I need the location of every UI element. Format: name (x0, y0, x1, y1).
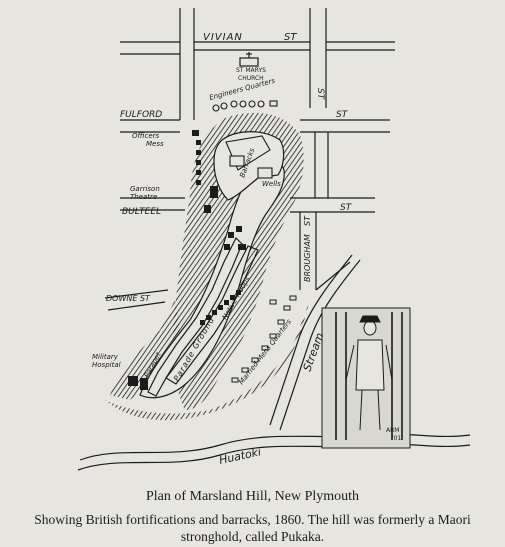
bulteel-street-suffix: ST (340, 203, 353, 213)
huatoki-label: Huatoki (218, 445, 262, 467)
garrison-theatre-label-line2: Theatre (130, 193, 157, 201)
wells-label: Wells (262, 180, 281, 188)
engineers-quarters-buildings (212, 100, 278, 112)
vivian-street-suffix: ST (284, 32, 297, 43)
huatoki-stream (77, 442, 471, 471)
church-label-line1: ST MARYS (236, 67, 266, 74)
brougham-street-suffix: ST (303, 215, 312, 226)
artist-signature-year: '01 (392, 435, 401, 442)
bulteel-street-label: BULTEEL (122, 207, 161, 217)
fulford-street-suffix: ST (336, 110, 349, 120)
garrison-theatre-label-line1: Garrison (130, 185, 160, 193)
hill-hachures (105, 112, 310, 421)
st-marys-church (239, 52, 259, 67)
caption-title: Plan of Marsland Hill, New Plymouth (145, 489, 360, 504)
stream-east (279, 259, 361, 431)
soldier-vignette (321, 307, 411, 449)
married-quarters-huts (231, 295, 297, 383)
street-grid (104, 8, 395, 311)
building-rows (128, 130, 246, 390)
military-hospital-label-line2: Hospital (92, 361, 121, 369)
downe-street-label: DOWNE ST (106, 294, 151, 303)
barracks-blocks (225, 135, 273, 179)
artist-signature: ARM (386, 427, 399, 434)
military-hospital-label-line1: Military (92, 353, 119, 361)
marsland-hill-map: VIVIAN ST ST MARYS CHURCH Engineers Quar… (77, 8, 471, 471)
vivian-street-label: VIVIAN (203, 32, 243, 43)
fulford-street-label: FULFORD (120, 110, 162, 120)
caption-description: Showing British fortifications and barra… (34, 512, 471, 544)
brougham-street-label: BROUGHAM (303, 234, 312, 282)
officers-mess-label-line1: Officers (132, 132, 160, 140)
officers-mess-label-line2: Mess (146, 140, 164, 148)
church-label-line2: CHURCH (238, 75, 264, 82)
east-street-label: ST (315, 88, 325, 101)
